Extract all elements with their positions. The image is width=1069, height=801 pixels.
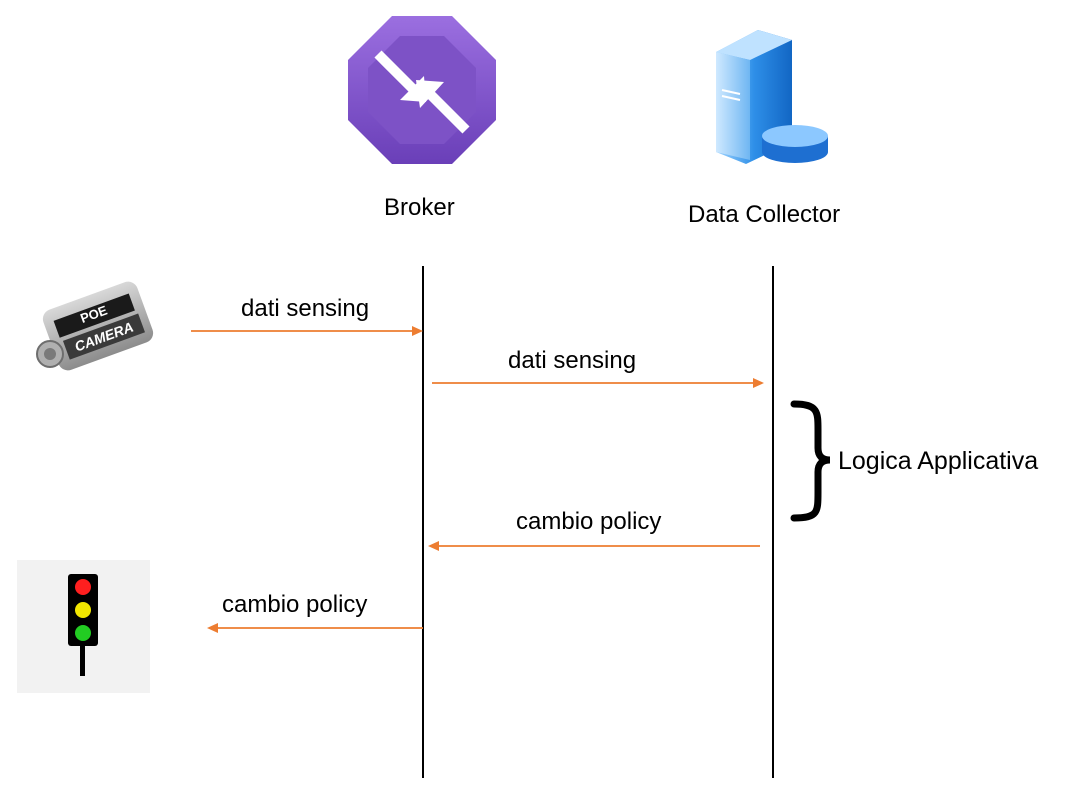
broker-label: Broker: [384, 194, 455, 221]
message-label-1: dati sensing: [241, 295, 370, 322]
poe-camera-icon: POE CAMERA: [36, 281, 154, 371]
server-database-icon: [716, 30, 828, 164]
message-arrow-4: [207, 623, 423, 633]
message-label-4: cambio policy: [222, 591, 368, 618]
message-arrow-1: [191, 326, 423, 336]
broker-octagon-icon: [348, 16, 496, 164]
message-label-2: dati sensing: [508, 347, 637, 374]
message-label-3: cambio policy: [516, 508, 662, 535]
message-arrow-3: [428, 541, 760, 551]
traffic-light-icon: [17, 560, 150, 693]
logic-curly-brace: [790, 400, 831, 522]
annotation-label: Logica Applicativa: [838, 447, 1039, 475]
message-arrow-2: [432, 378, 764, 388]
collector-label: Data Collector: [688, 201, 841, 228]
